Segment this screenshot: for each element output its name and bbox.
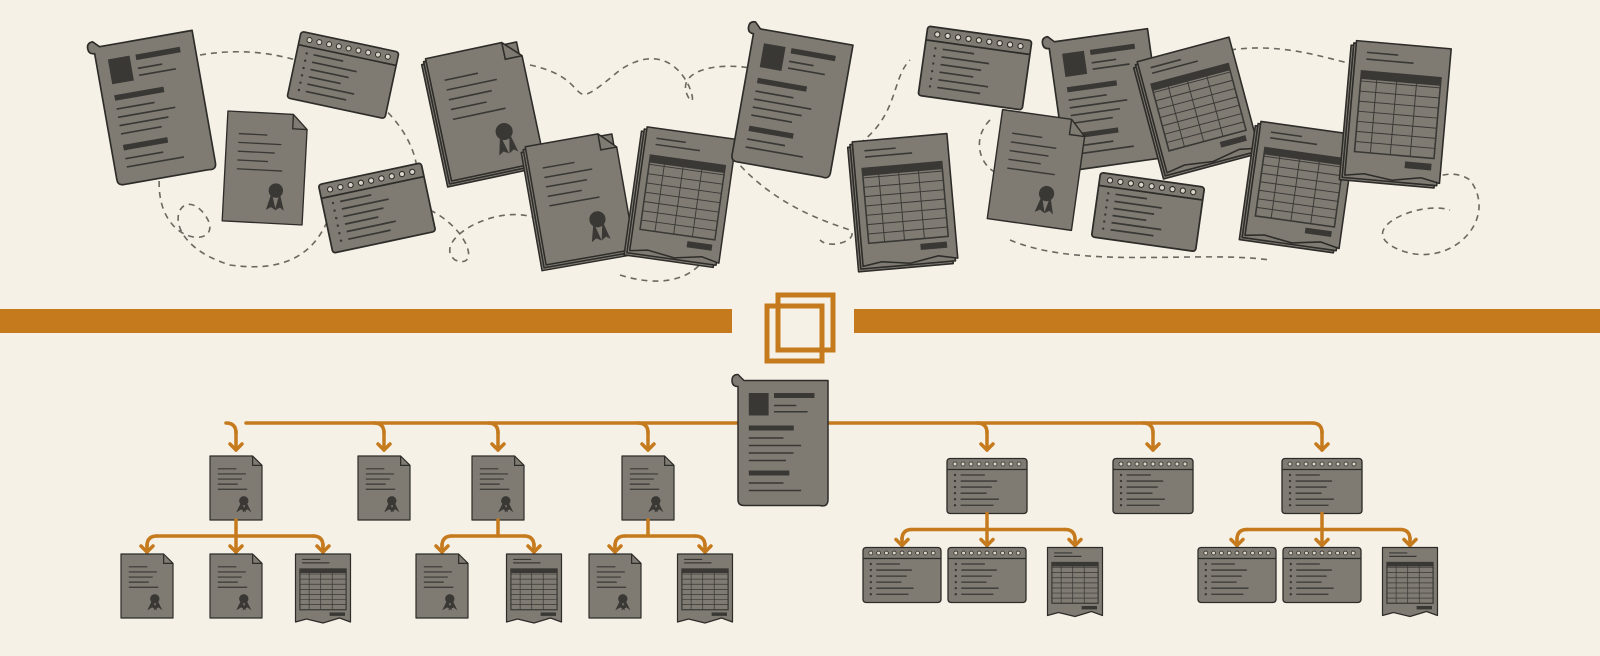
form-document-icon [947, 546, 1027, 604]
dashed-path [529, 58, 761, 102]
certificate-document-icon [588, 553, 642, 619]
organized-hierarchy [120, 373, 1439, 624]
form-document-icon [1112, 457, 1194, 515]
unorganized-documents [86, 20, 1452, 273]
certificate-document-icon [209, 455, 263, 521]
certificate-stack-document-icon [420, 41, 546, 188]
table-document-icon [1238, 120, 1356, 254]
certificate-document-icon [221, 110, 308, 226]
two-overlapping-squares-icon [764, 292, 836, 364]
form-document-icon [917, 25, 1033, 111]
certificate-document-icon [209, 553, 263, 619]
resume-document-icon [86, 29, 217, 186]
dashed-path [158, 169, 331, 268]
certificate-document-icon [621, 455, 675, 521]
form-document-icon [1197, 546, 1277, 604]
certificate-document-icon [357, 455, 411, 521]
dashed-path [1009, 239, 1271, 261]
dashed-path [719, 139, 853, 245]
divider-bar-left [0, 309, 732, 333]
dashed-path [849, 59, 911, 151]
resume-document-icon [731, 20, 854, 179]
certificate-document-icon [471, 455, 525, 521]
table-document-icon [1381, 546, 1439, 618]
certificate-document-icon [986, 108, 1086, 232]
table-document-icon [676, 553, 734, 624]
table-document-icon [1046, 546, 1104, 618]
form-document-icon [318, 162, 436, 254]
form-document-icon [946, 457, 1028, 515]
dashed-path [199, 50, 341, 76]
table-document-icon [294, 553, 352, 624]
certificate-document-icon [120, 553, 174, 619]
form-document-icon [1282, 546, 1362, 604]
form-document-icon [862, 546, 942, 604]
divider [0, 292, 1600, 364]
form-document-icon [286, 31, 400, 119]
certificate-stack-document-icon [520, 133, 636, 272]
dashed-path [978, 119, 1031, 176]
dashed-path [429, 209, 541, 263]
table-document-icon [1338, 39, 1452, 189]
table-document-icon [623, 126, 738, 269]
certificate-document-icon [415, 553, 469, 619]
root-resume-document-icon [731, 373, 829, 507]
form-document-icon [1281, 457, 1363, 515]
form-document-icon [1091, 172, 1205, 252]
table-document-icon [505, 553, 563, 624]
dashed-path [619, 239, 709, 282]
table-document-icon [846, 132, 959, 273]
table-document-icon [1132, 36, 1260, 180]
divider-bar-right [854, 309, 1600, 333]
